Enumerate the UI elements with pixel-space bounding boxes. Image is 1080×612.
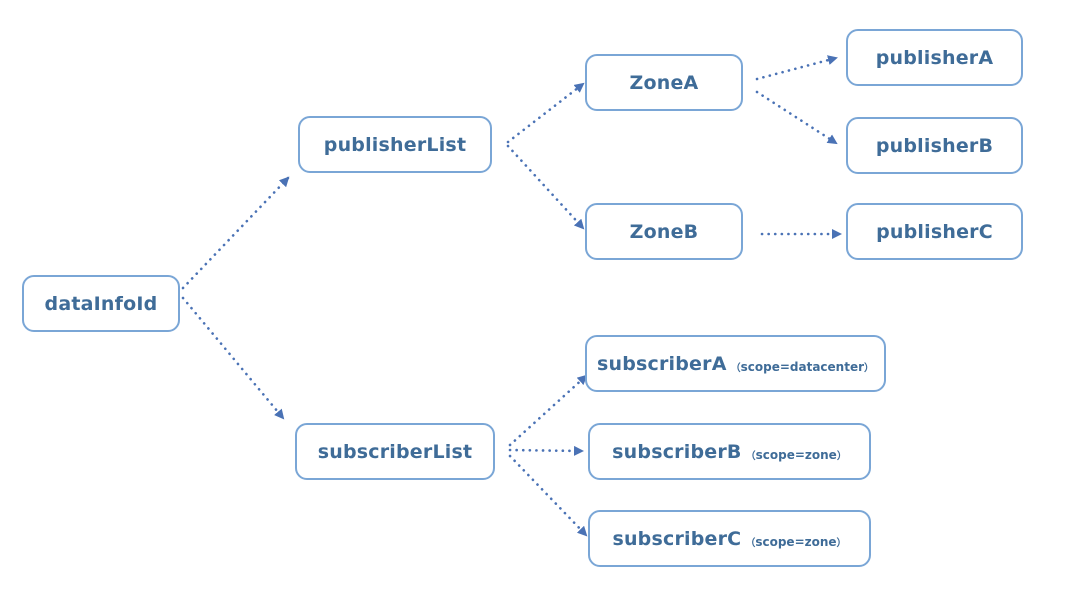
edge-zone-a-to-publisher-b bbox=[755, 90, 838, 145]
edge-zone-a-to-publisher-a bbox=[755, 55, 838, 81]
edge-publisher-list-to-zone-b bbox=[506, 144, 585, 230]
node-subscriberb: subscriberB （scope=zone） bbox=[588, 423, 871, 480]
node-scope-text: scope=zone bbox=[755, 448, 837, 462]
node-subscribera: subscriberA （scope=datacenter） bbox=[585, 335, 886, 392]
edge-subscriber-list-to-subscriber-c bbox=[508, 454, 588, 537]
node-label: ZoneA bbox=[629, 71, 699, 94]
node-label: subscriberB bbox=[612, 440, 742, 463]
node-subscriberlist: subscriberList bbox=[295, 423, 495, 480]
node-label: publisherList bbox=[323, 133, 467, 156]
node-label: subscriberA bbox=[596, 352, 727, 375]
node-subscriberc: subscriberC （scope=zone） bbox=[588, 510, 871, 567]
node-publishera: publisherA bbox=[846, 29, 1023, 86]
node-label: dataInfoId bbox=[44, 292, 158, 315]
node-publisherc: publisherC bbox=[846, 203, 1023, 260]
edge-publisher-list-to-zone-a bbox=[506, 82, 585, 144]
node-scope-text: scope=datacenter bbox=[740, 360, 865, 374]
edge-root-to-publisher-list bbox=[181, 176, 290, 290]
node-scope: （scope=zone） bbox=[745, 448, 847, 462]
node-label: publisherB bbox=[875, 134, 994, 157]
node-label: subscriberC bbox=[612, 527, 742, 550]
node-datainfoid: dataInfoId bbox=[22, 275, 180, 332]
node-label: subscriberList bbox=[317, 440, 473, 463]
node-publisherb: publisherB bbox=[846, 117, 1023, 174]
node-scope: （scope=datacenter） bbox=[730, 360, 875, 374]
node-zoneb: ZoneB bbox=[585, 203, 743, 260]
node-zonea: ZoneA bbox=[585, 54, 743, 111]
node-label: publisherC bbox=[876, 220, 993, 243]
edge-root-to-subscriber-list bbox=[181, 296, 285, 420]
node-label: publisherA bbox=[875, 46, 994, 69]
node-label: ZoneB bbox=[629, 220, 699, 243]
node-publisherlist: publisherList bbox=[298, 116, 492, 173]
node-scope-text: scope=zone bbox=[755, 535, 837, 549]
edge-subscriber-list-to-subscriber-b bbox=[508, 445, 584, 456]
edge-subscriber-list-to-subscriber-a bbox=[508, 374, 588, 447]
node-scope: （scope=zone） bbox=[745, 535, 847, 549]
